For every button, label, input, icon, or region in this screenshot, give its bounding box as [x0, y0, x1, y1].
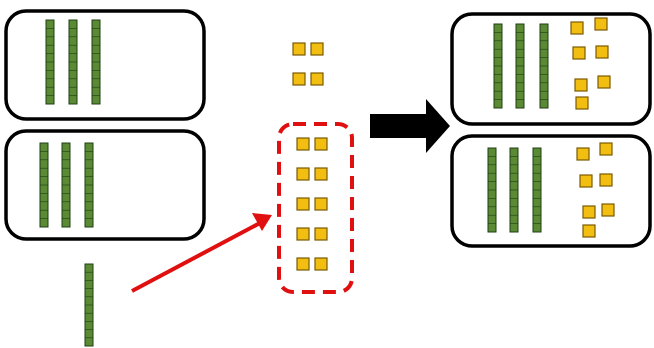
right-bottom-box: [450, 134, 652, 248]
right-top-unit-cube-4: [595, 45, 609, 59]
regroup-unit-cube-5: [296, 197, 310, 211]
right-bottom-ten-rod-3: [532, 147, 542, 233]
right-bottom-unit-cube-3: [579, 174, 593, 188]
regroup-unit-cube-4: [314, 167, 328, 181]
right-bottom-unit-cube-7: [582, 224, 596, 238]
right-bottom-unit-cube-1: [576, 147, 590, 161]
right-top-unit-cube-5: [574, 78, 588, 92]
right-top-unit-cube-6: [597, 75, 611, 89]
left-bottom-ten-rod-2: [61, 142, 71, 228]
right-top-ten-rod-2: [515, 23, 525, 109]
regroup-unit-cube-3: [296, 167, 310, 181]
right-bottom-unit-cube-2: [599, 142, 613, 156]
regroup-unit-cube-1: [296, 137, 310, 151]
regroup-unit-cube-7: [296, 227, 310, 241]
middle-top-unit-cube-3: [292, 72, 306, 86]
regroup-unit-cube-9: [296, 257, 310, 271]
left-top-ten-rod-2: [68, 19, 78, 105]
regroup-ten-ones-box: [277, 122, 354, 294]
left-bottom-ten-rod-1: [39, 142, 49, 228]
right-top-ten-rod-3: [539, 23, 549, 109]
regroup-unit-cube-6: [314, 197, 328, 211]
regroup-unit-cube-10: [314, 257, 328, 271]
left-bottom-ten-rod-3: [84, 142, 94, 228]
red-arrow-shaft: [131, 221, 261, 293]
base-ten-blocks: [39, 17, 615, 347]
right-bottom-ten-rod-1: [487, 147, 497, 233]
red-arrow-icon: [131, 213, 272, 293]
middle-top-unit-cube-1: [292, 42, 306, 56]
right-bottom-ten-rod-2: [509, 147, 519, 233]
regroup-unit-cube-8: [314, 227, 328, 241]
right-top-unit-cube-3: [572, 46, 586, 60]
right-bottom-unit-cube-4: [599, 173, 613, 187]
right-bottom-unit-cube-5: [582, 205, 596, 219]
left-top-ten-rod-3: [91, 19, 101, 105]
loose-ten-rod: [84, 263, 94, 347]
right-top-unit-cube-2: [594, 17, 608, 31]
regroup-unit-cube-2: [314, 137, 328, 151]
right-arrow-icon: [370, 99, 450, 153]
middle-top-unit-cube-4: [310, 72, 324, 86]
red-arrow-head: [252, 213, 272, 231]
right-top-ten-rod-1: [493, 23, 503, 109]
right-bottom-unit-cube-6: [601, 203, 615, 217]
right-top-box: [450, 12, 652, 126]
right-top-unit-cube-1: [570, 21, 584, 35]
left-top-ten-rod-1: [45, 19, 55, 105]
left-top-box: [4, 9, 206, 121]
middle-top-unit-cube-2: [310, 42, 324, 56]
right-top-unit-cube-7: [575, 96, 589, 110]
left-bottom-box: [4, 129, 206, 241]
